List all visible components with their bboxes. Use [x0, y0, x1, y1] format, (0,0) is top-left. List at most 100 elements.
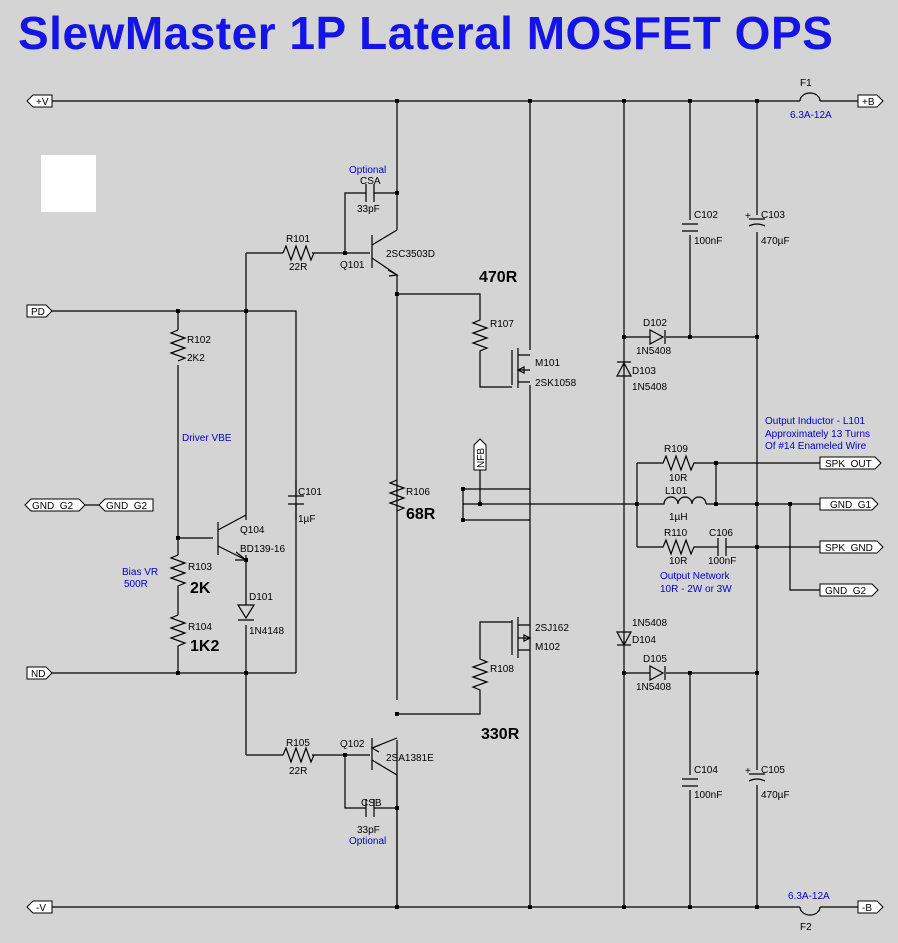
f1-label: F1: [800, 78, 812, 89]
c105-label: C105: [761, 765, 785, 776]
q102-transistor: [370, 737, 398, 907]
r108-resistor: [397, 621, 512, 715]
c102-label: C102: [694, 210, 718, 221]
d104-diode: [615, 631, 633, 647]
junction-dots: [176, 99, 792, 909]
f1-value: 6.3A-12A: [790, 110, 832, 121]
m101-mosfet: [511, 348, 530, 388]
r107-label: R107: [490, 319, 514, 330]
port-spk-out: SPK_OUT: [819, 456, 882, 470]
q101-transistor: [371, 229, 399, 277]
svg-text:GND_G2: GND_G2: [825, 586, 867, 597]
blank-box: [41, 155, 96, 212]
svg-text:-V: -V: [36, 903, 46, 914]
m102-value: 2SJ162: [535, 623, 569, 634]
svg-text:NFB: NFB: [476, 448, 487, 468]
d102-diode: [624, 328, 757, 346]
positive-rail: [52, 92, 858, 102]
d104-value: 1N5408: [632, 618, 667, 629]
network-note-2: 10R - 2W or 3W: [660, 584, 732, 595]
q102-value: 2SA1381E: [386, 753, 434, 764]
r102-resistor: [169, 329, 187, 362]
c102-capacitor: [682, 223, 698, 232]
m102-label: M102: [535, 642, 560, 653]
r105-resistor: [282, 746, 315, 764]
bias-vr-note-2: 500R: [124, 579, 148, 590]
r108-value: 330R: [481, 726, 520, 743]
port-nd: ND: [26, 666, 53, 680]
csa-capacitor: [344, 184, 397, 253]
d103-diode: [615, 361, 633, 377]
r108-label: R108: [490, 664, 514, 675]
q101-label: Q101: [340, 260, 365, 271]
m101-label: M101: [535, 358, 560, 369]
svg-text:SPK_GND: SPK_GND: [825, 543, 873, 554]
csb-value: 33pF: [357, 825, 380, 836]
c104-capacitor: [682, 778, 698, 787]
d101-value: 1N4148: [249, 626, 284, 637]
port-bminus: -B: [857, 900, 884, 914]
d103-value: 1N5408: [632, 382, 667, 393]
c102-value: 100nF: [694, 236, 722, 247]
r109-value: 10R: [669, 473, 687, 484]
base-resistor-wires: [246, 252, 370, 756]
r104-resistor: [169, 614, 187, 650]
q101-value: 2SC3503D: [386, 249, 435, 260]
negative-rail: [52, 906, 858, 916]
c101-label: C101: [298, 487, 322, 498]
svg-text:ND: ND: [31, 669, 45, 680]
csa-label: CSA: [360, 176, 381, 187]
r103-label: R103: [188, 562, 212, 573]
driver-vbe-note: Driver VBE: [182, 433, 232, 444]
port-vminus: -V: [26, 900, 53, 914]
svg-text:-B: -B: [862, 903, 872, 914]
svg-text:GND_G1: GND_G1: [830, 500, 872, 511]
port-bplus: +B: [857, 94, 884, 108]
pd-nd-wires: [52, 310, 297, 674]
svg-text:PD: PD: [31, 307, 45, 318]
network-note-1: Output Network: [660, 571, 730, 582]
svg-text:+: +: [745, 211, 751, 222]
csb-label: CSB: [361, 798, 382, 809]
c101-capacitor: [288, 495, 304, 505]
d101-label: D101: [249, 592, 273, 603]
csb-note: Optional: [349, 836, 386, 847]
c104-value: 100nF: [694, 790, 722, 801]
r106-value: 68R: [406, 506, 436, 523]
inductor-note-2: Approximately 13 Turns: [765, 429, 870, 440]
c104-label: C104: [694, 765, 718, 776]
r110-resistor: [637, 538, 820, 556]
d103-label: D103: [632, 366, 656, 377]
l101-inductor: [637, 463, 820, 505]
q104-value: BD139-16: [240, 544, 285, 555]
csa-value: 33pF: [357, 204, 380, 215]
svg-text:+B: +B: [862, 97, 875, 108]
port-gnd-g2-right: GND_G2: [819, 583, 879, 597]
port-spk-gnd: SPK_GND: [819, 540, 884, 554]
inductor-note-1: Output Inductor - L101: [765, 416, 866, 427]
d105-value: 1N5408: [636, 682, 671, 693]
r103-resistor: [169, 554, 187, 595]
c106-label: C106: [709, 528, 733, 539]
csa-note: Optional: [349, 165, 386, 176]
r103-value: 2K: [190, 580, 211, 597]
svg-text:SPK_OUT: SPK_OUT: [825, 459, 872, 470]
d101-diode: [236, 604, 256, 621]
gnd-g2-wire: [789, 504, 820, 591]
r107-resistor: [397, 293, 512, 388]
r110-label: R110: [664, 528, 688, 539]
d105-diode: [624, 664, 757, 682]
svg-text:+: +: [745, 766, 751, 777]
r110-value: 10R: [669, 556, 687, 567]
c105-value: 470µF: [761, 790, 790, 801]
r106-label: R106: [406, 487, 430, 498]
q104-label: Q104: [240, 525, 265, 536]
c103-label: C103: [761, 210, 785, 221]
m102-mosfet: [511, 617, 532, 658]
port-vplus: +V: [26, 94, 53, 108]
page-title: SlewMaster 1P Lateral MOSFET OPS: [18, 7, 834, 59]
csb-capacitor: [344, 755, 397, 817]
r105-label: R105: [286, 738, 310, 749]
r107-value: 470R: [479, 269, 518, 286]
